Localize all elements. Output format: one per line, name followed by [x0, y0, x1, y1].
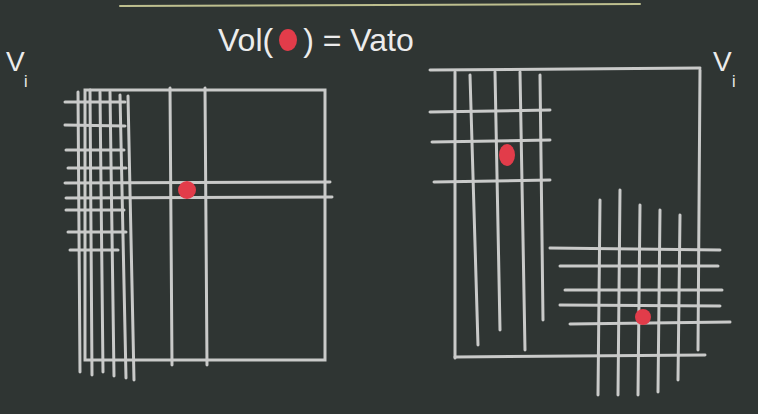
- formula: Vol( ) = Vato: [218, 20, 414, 60]
- subscript: i: [24, 74, 28, 90]
- formula-text: Vol(: [218, 24, 273, 56]
- volume-symbol: V: [713, 48, 732, 76]
- formula-text: ) = Vato: [303, 24, 414, 56]
- volume-symbol: V: [6, 48, 25, 76]
- subscript: i: [732, 74, 736, 90]
- red-dot-symbol: [275, 25, 301, 55]
